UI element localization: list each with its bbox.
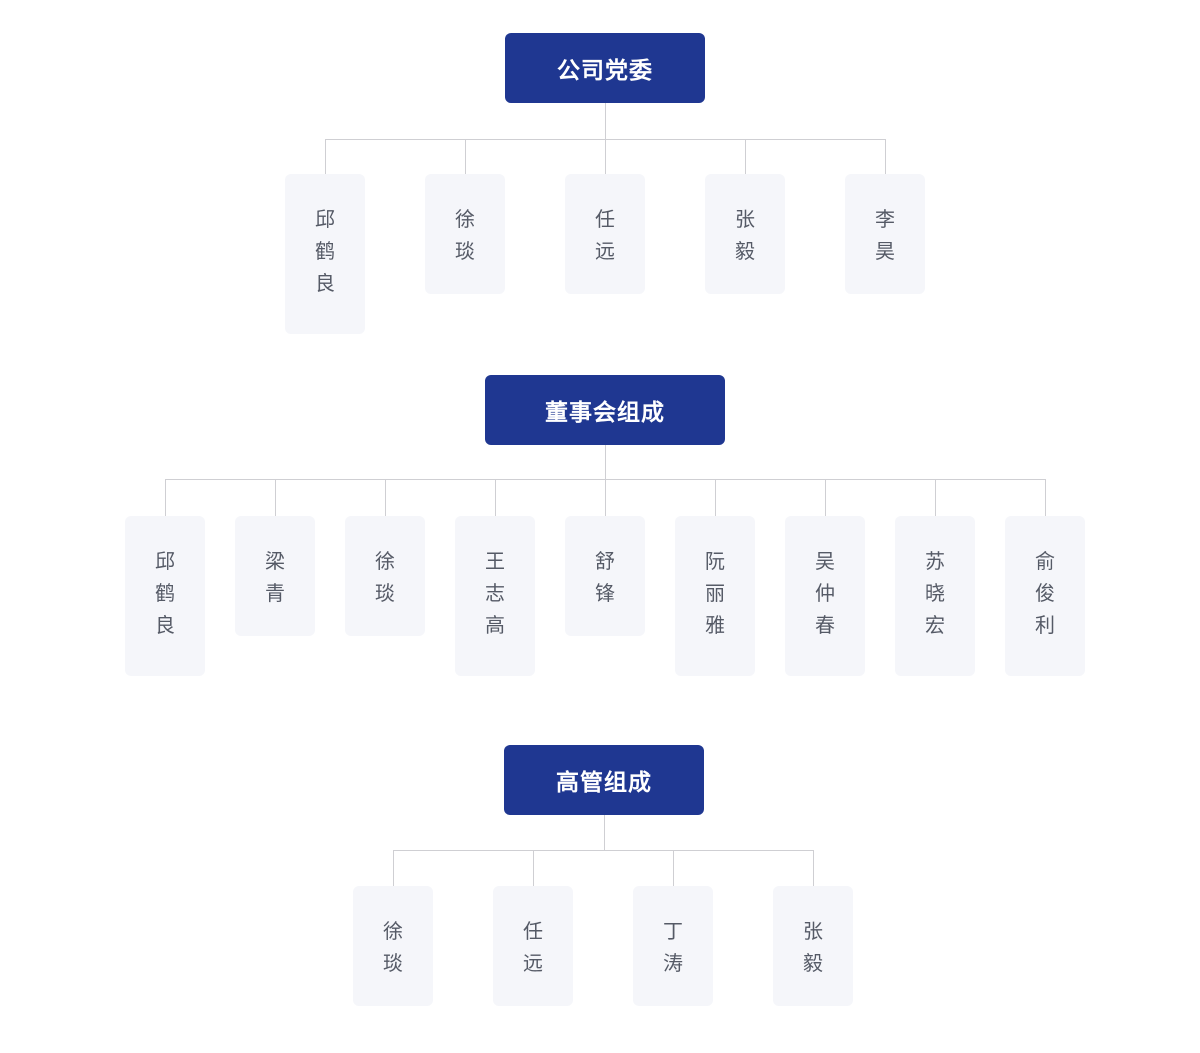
connector-drop <box>935 479 936 516</box>
connector-drop <box>165 479 166 516</box>
member-name-char: 青 <box>265 581 285 605</box>
member-card[interactable]: 俞俊利 <box>1005 516 1085 676</box>
member-name-char: 雅 <box>705 613 725 637</box>
member-name-char: 徐 <box>455 207 475 231</box>
member-card[interactable]: 舒锋 <box>565 516 645 636</box>
member-name-char: 春 <box>815 613 835 637</box>
member-card[interactable]: 张毅 <box>705 174 785 294</box>
connector-drop <box>715 479 716 516</box>
connector-drop <box>495 479 496 516</box>
member-card[interactable]: 吴仲春 <box>785 516 865 676</box>
connector-stem <box>605 103 606 139</box>
member-name-char: 涛 <box>663 951 683 975</box>
member-name-char: 良 <box>315 271 335 295</box>
member-name-char: 良 <box>155 613 175 637</box>
member-name-char: 阮 <box>705 549 725 573</box>
member-name-char: 邱 <box>315 207 335 231</box>
member-card[interactable]: 徐琰 <box>425 174 505 294</box>
member-name-char: 利 <box>1035 613 1055 637</box>
member-name-char: 毅 <box>803 951 823 975</box>
connector-drop <box>813 850 814 886</box>
member-name-char: 徐 <box>375 549 395 573</box>
connector-bar <box>393 850 814 851</box>
member-name-char: 徐 <box>383 919 403 943</box>
member-name-char: 毅 <box>735 239 755 263</box>
connector-drop <box>605 479 606 516</box>
member-name-char: 张 <box>735 207 755 231</box>
member-card[interactable]: 邱鹤良 <box>125 516 205 676</box>
member-name-char: 俊 <box>1035 581 1055 605</box>
member-name-char: 高 <box>485 613 505 637</box>
member-name-char: 远 <box>523 951 543 975</box>
connector-drop <box>393 850 394 886</box>
connector-stem <box>605 445 606 479</box>
group-title: 董事会组成 <box>485 375 725 445</box>
member-name-char: 丽 <box>705 581 725 605</box>
member-card[interactable]: 丁涛 <box>633 886 713 1006</box>
member-card[interactable]: 阮丽雅 <box>675 516 755 676</box>
member-name-char: 丁 <box>663 919 683 943</box>
member-name-char: 琰 <box>455 239 475 263</box>
member-name-char: 琰 <box>383 951 403 975</box>
group-title: 公司党委 <box>505 33 705 103</box>
member-card[interactable]: 李昊 <box>845 174 925 294</box>
member-card[interactable]: 梁青 <box>235 516 315 636</box>
member-name-char: 吴 <box>815 549 835 573</box>
member-name-char: 鹤 <box>315 239 335 263</box>
member-name-char: 李 <box>875 207 895 231</box>
connector-drop <box>275 479 276 516</box>
member-card[interactable]: 王志高 <box>455 516 535 676</box>
member-name-char: 鹤 <box>155 581 175 605</box>
member-name-char: 志 <box>485 581 505 605</box>
member-card[interactable]: 任远 <box>493 886 573 1006</box>
member-name-char: 任 <box>523 919 543 943</box>
member-name-char: 琰 <box>375 581 395 605</box>
member-name-char: 王 <box>485 549 505 573</box>
member-name-char: 俞 <box>1035 549 1055 573</box>
member-name-char: 任 <box>595 207 615 231</box>
connector-drop <box>465 139 466 174</box>
member-name-char: 苏 <box>925 549 945 573</box>
member-card[interactable]: 张毅 <box>773 886 853 1006</box>
connector-drop <box>825 479 826 516</box>
group-title: 高管组成 <box>504 745 704 815</box>
connector-drop <box>673 850 674 886</box>
member-name-char: 舒 <box>595 549 615 573</box>
connector-drop <box>385 479 386 516</box>
member-name-char: 仲 <box>815 581 835 605</box>
member-name-char: 张 <box>803 919 823 943</box>
connector-drop <box>745 139 746 174</box>
connector-drop <box>325 139 326 174</box>
connector-drop <box>533 850 534 886</box>
member-name-char: 远 <box>595 239 615 263</box>
member-name-char: 邱 <box>155 549 175 573</box>
member-card[interactable]: 徐琰 <box>353 886 433 1006</box>
connector-drop <box>605 139 606 174</box>
member-name-char: 晓 <box>925 581 945 605</box>
member-card[interactable]: 苏晓宏 <box>895 516 975 676</box>
member-name-char: 昊 <box>875 239 895 263</box>
connector-drop <box>1045 479 1046 516</box>
member-name-char: 锋 <box>595 581 615 605</box>
member-card[interactable]: 徐琰 <box>345 516 425 636</box>
connector-stem <box>604 815 605 850</box>
member-name-char: 宏 <box>925 613 945 637</box>
member-card[interactable]: 任远 <box>565 174 645 294</box>
connector-drop <box>885 139 886 174</box>
member-card[interactable]: 邱鹤良 <box>285 174 365 334</box>
member-name-char: 梁 <box>265 549 285 573</box>
